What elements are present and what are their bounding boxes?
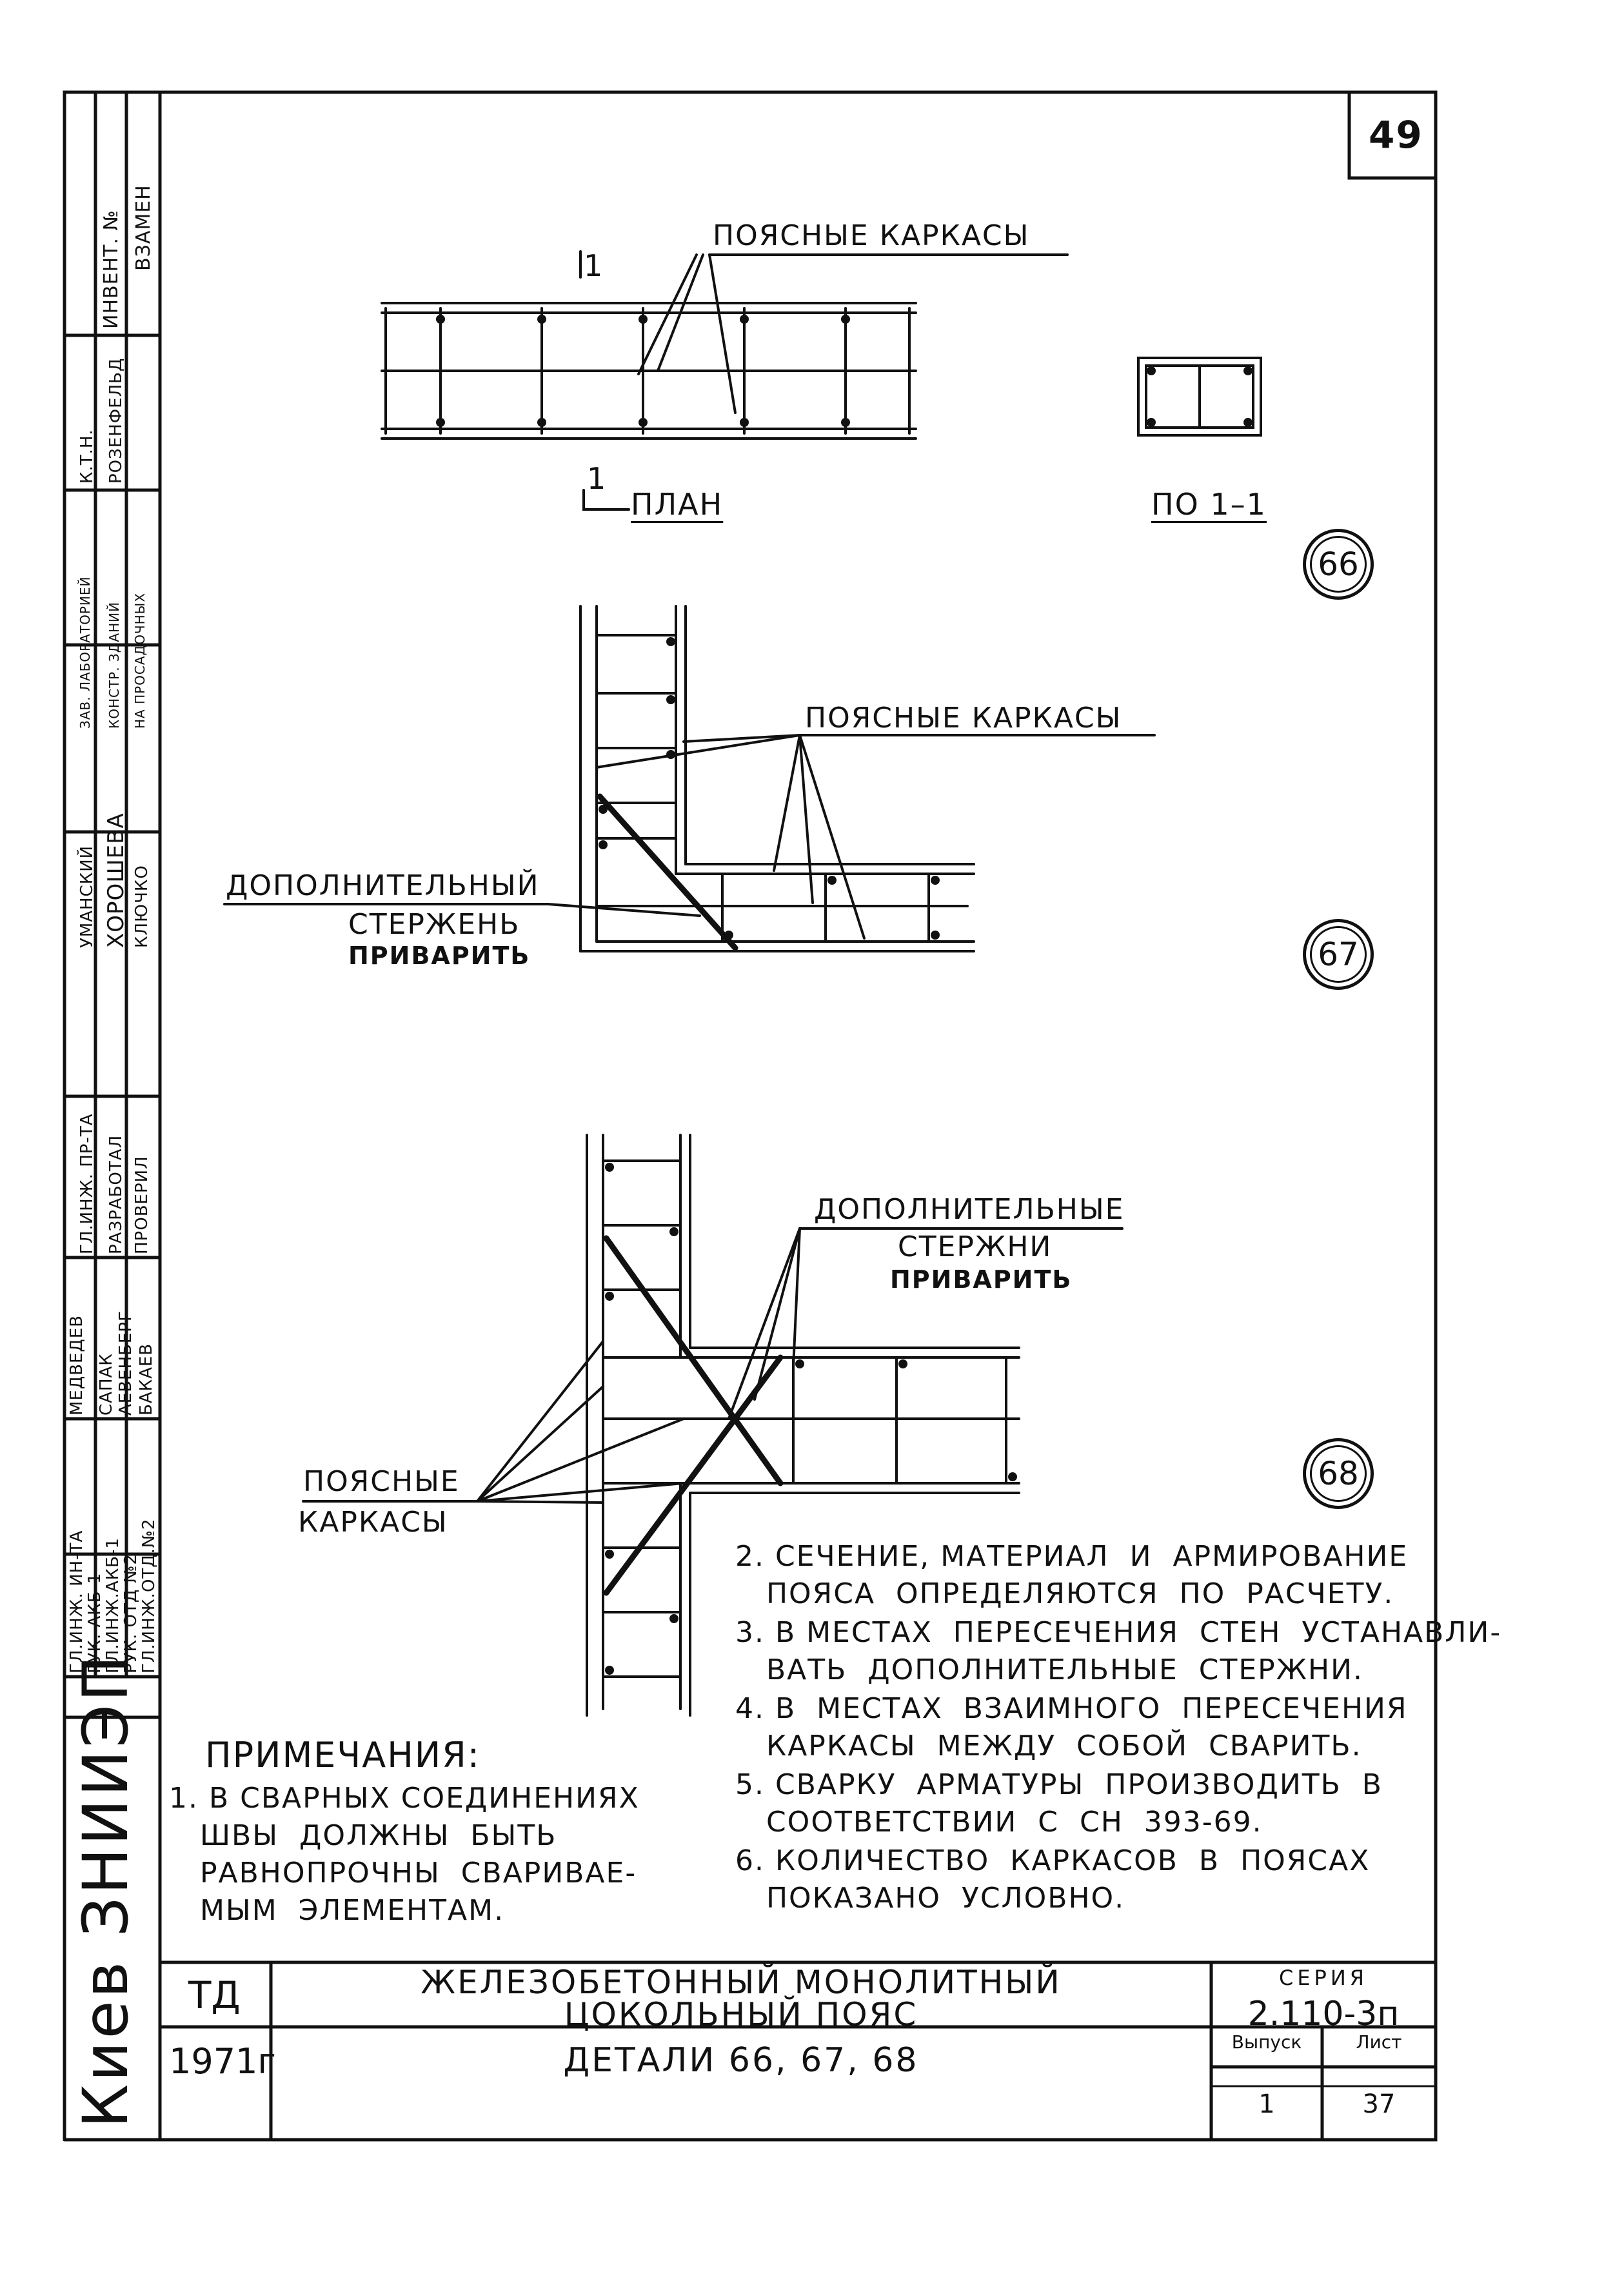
detail-68-t-junction bbox=[302, 1134, 1124, 1717]
stamp-col2-row4: БАКАЕВ bbox=[137, 1343, 156, 1416]
stamp-replaces: ВЗАМЕН bbox=[132, 184, 155, 271]
plan-beam bbox=[381, 250, 1069, 511]
stamp-col5-row1: ЗАВ. ЛАБОРАТОРИЕЙ bbox=[77, 576, 93, 729]
note-4: 4. В МЕСТАХ ВЗАИМНОГО ПЕРЕСЕЧЕНИЯ КАРКАС… bbox=[735, 1692, 1408, 1762]
section-mark-top: 1 bbox=[584, 248, 604, 283]
series-label: СЕРИЯ bbox=[1278, 1966, 1369, 1990]
stamp-col4-row1: УМАНСКИЙ bbox=[77, 845, 97, 948]
notes-heading: ПРИМЕЧАНИЯ: bbox=[205, 1735, 480, 1775]
page-number: 49 bbox=[1369, 113, 1423, 157]
organization-stamp: Киев ЗНИИЭП bbox=[70, 1652, 142, 2128]
detail-67-l-junction bbox=[223, 605, 1156, 952]
detail-68-additional-bars-label-3: ПРИВАРИТЬ bbox=[890, 1265, 1073, 1294]
detail-68-belt-label: ПОЯСНЫЕ bbox=[303, 1465, 460, 1498]
stamp-col3-row1: ГЛ.ИНЖ. ПР-ТА bbox=[77, 1113, 97, 1255]
stamp-col6-row2: РОЗЕНФЕЛЬД bbox=[106, 357, 126, 484]
stamp-col4-row3: КЛЮЧКО bbox=[132, 865, 152, 948]
stamp-col6-row1: К.Т.Н. bbox=[77, 429, 97, 484]
detail-68-additional-bars-label-2: СТЕРЖНИ bbox=[898, 1230, 1053, 1263]
stamp-col3-row3: ПРОВЕРИЛ bbox=[132, 1156, 152, 1254]
plan-title: ПЛАН bbox=[631, 487, 724, 522]
stamp-col2-row1: МЕДВЕДЕВ bbox=[67, 1314, 86, 1416]
drawing-code: ТД bbox=[188, 1973, 241, 2017]
sheet-value: 37 bbox=[1362, 2089, 1396, 2119]
drawing-subtitle: ДЕТАЛИ 66, 67, 68 bbox=[563, 2041, 919, 2080]
note-5: 5. СВАРКУ АРМАТУРЫ ПРОИЗВОДИТЬ В СООТВЕТ… bbox=[735, 1768, 1383, 1839]
stamp-col1-row5: ГЛ.ИНЖ.ОТД.№2 bbox=[139, 1518, 159, 1673]
detail-67-marker: 67 bbox=[1303, 919, 1374, 990]
issue-label: Выпуск bbox=[1231, 2031, 1302, 2053]
detail-66-marker: 66 bbox=[1303, 529, 1374, 600]
section-1-1 bbox=[1137, 357, 1262, 437]
title-line-1: ЖЕЛЕЗОБЕТОННЫЙ МОНОЛИТНЫЙ bbox=[421, 1964, 1062, 2001]
detail-67-belt-frames-label: ПОЯСНЫЕ КАРКАСЫ bbox=[805, 702, 1122, 735]
detail-68-additional-bars-label: ДОПОЛНИТЕЛЬНЫЕ bbox=[814, 1193, 1125, 1226]
stamp-inventory-number: ИНВЕНТ. № bbox=[100, 210, 123, 329]
plan-belt-frames-label: ПОЯСНЫЕ КАРКАСЫ bbox=[713, 219, 1030, 252]
series-value: 2.110-3п bbox=[1247, 1995, 1400, 2033]
note-2: 2. СЕЧЕНИЕ, МАТЕРИАЛ И АРМИРОВАНИЕ ПОЯСА… bbox=[735, 1540, 1409, 1610]
drawing-year: 1971г bbox=[169, 2041, 276, 2082]
page-number-box bbox=[1347, 90, 1438, 180]
stamp-col3-row2: РАЗРАБОТАЛ bbox=[106, 1134, 126, 1254]
note-1: 1. В СВАРНЫХ СОЕДИНЕНИЯХ ШВЫ ДОЛЖНЫ БЫТЬ… bbox=[169, 1782, 640, 1927]
stamp-col5-row2: КОНСТР. ЗДАНИЙ bbox=[106, 601, 122, 729]
detail-67-additional-bar-label-3: ПРИВАРИТЬ bbox=[348, 942, 531, 970]
stamp-col5-row3: НА ПРОСАДОЧНЫХ bbox=[132, 592, 148, 729]
section-mark-bottom: 1 bbox=[587, 461, 608, 496]
title-line-2: ЦОКОЛЬНЫЙ ПОЯС bbox=[564, 1996, 918, 2033]
stamp-col2-row3: АЕВЕНБЕРГ bbox=[116, 1310, 135, 1416]
issue-value: 1 bbox=[1258, 2089, 1275, 2119]
sheet-label: Лист bbox=[1356, 2031, 1402, 2053]
note-6: 6. КОЛИЧЕСТВО КАРКАСОВ В ПОЯСАХ ПОКАЗАНО… bbox=[735, 1844, 1371, 1915]
detail-67-additional-bar-label-2: СТЕРЖЕНЬ bbox=[348, 908, 520, 941]
detail-67-additional-bar-label: ДОПОЛНИТЕЛЬНЫЙ bbox=[226, 869, 540, 902]
rebar-dots bbox=[436, 315, 1253, 1675]
note-3: 3. В МЕСТАХ ПЕРЕСЕЧЕНИЯ СТЕН УСТАНАВЛИ- … bbox=[735, 1616, 1502, 1686]
section-1-1-title: ПО 1–1 bbox=[1151, 487, 1267, 522]
stamp-col1-row1: ГЛ.ИНЖ. ИН-ТА bbox=[67, 1530, 86, 1673]
detail-68-marker: 68 bbox=[1303, 1438, 1374, 1509]
stamp-col1-row4: РУК. ОТД №2 bbox=[121, 1553, 141, 1673]
stamp-col4-row2: ХОРОШЕВА bbox=[103, 813, 129, 948]
stamp-col1-row2: РУК. АКБ-1 bbox=[85, 1572, 104, 1673]
detail-68-belt-label-2: КАРКАСЫ bbox=[298, 1506, 448, 1539]
stamp-col1-row3: ГЛ.ИНЖ.АКБ-1 bbox=[103, 1537, 123, 1673]
stamp-col2-row2: САПАК bbox=[97, 1353, 116, 1416]
